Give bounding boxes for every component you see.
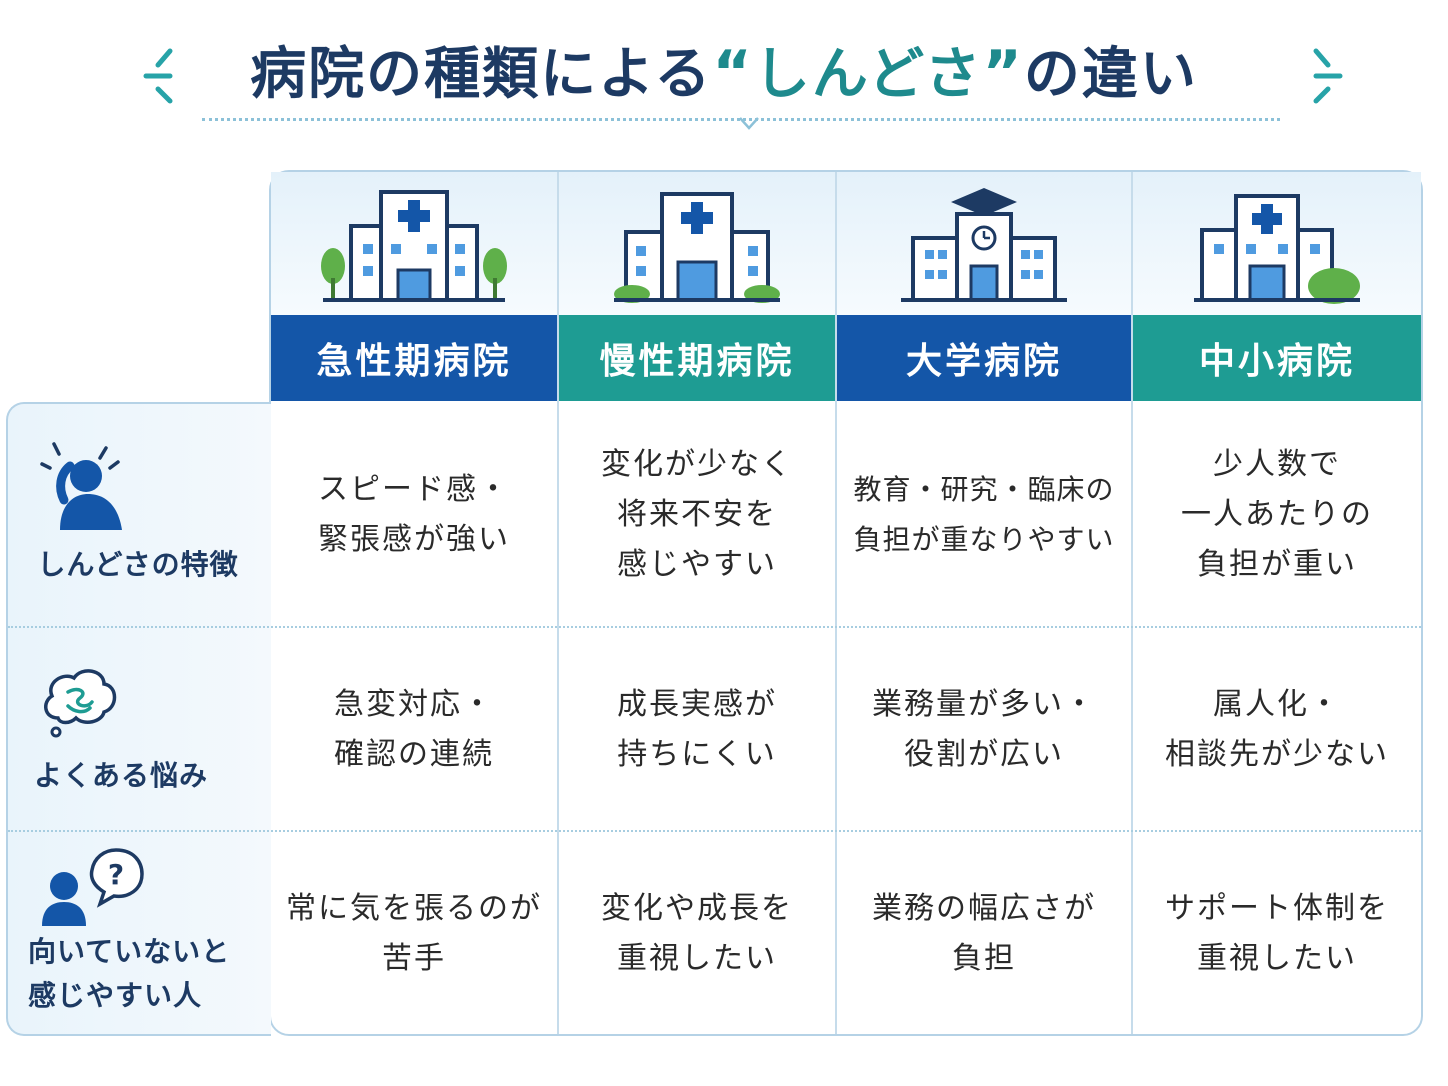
- person-question-icon: ?: [42, 848, 144, 926]
- column-header-small: 中小病院: [1133, 315, 1421, 401]
- column-illustration-chronic: [559, 172, 835, 315]
- cell-unsuited-acute: 常に気を張るのが 苦手: [286, 891, 542, 976]
- cell-hardship-university: 教育・研究・臨床の 負担が重なりやすい: [853, 473, 1115, 556]
- sparkle-right-icon: [1313, 48, 1343, 104]
- cell-worries-university: 業務量が多い・ 役割が広い: [872, 687, 1096, 772]
- svg-text:?: ?: [108, 858, 124, 891]
- column-header-university: 大学病院: [837, 315, 1131, 401]
- column-header-acute: 急性期病院: [271, 315, 557, 401]
- university-hospital-icon: [901, 188, 1067, 302]
- title-underline-notch: [739, 117, 759, 130]
- column-header-chronic: 慢性期病院: [559, 315, 835, 401]
- cell-hardship-small: 少人数で 一人あたりの 負担が重い: [1181, 447, 1373, 582]
- small-hospital-icon: [1194, 194, 1360, 304]
- sparkle-left-icon: [143, 48, 173, 104]
- title-open-quote: “: [712, 38, 754, 108]
- page-title: 病院の種類による“しんどさ”の違い: [0, 28, 1448, 118]
- title-close-quote: ”: [982, 38, 1024, 108]
- column-illustration-acute: [271, 172, 557, 315]
- column-divider: [835, 172, 837, 1034]
- cell-unsuited-small: サポート体制を 重視したい: [1165, 891, 1389, 976]
- column-illustration-university: [837, 172, 1131, 315]
- stressed-person-icon: [40, 442, 122, 530]
- row-label-hardship: しんどさの特徴: [37, 548, 239, 581]
- row-label-worries: よくある悩み: [33, 759, 208, 792]
- row-label-unsuited: 向いていないと 感じやすい人: [28, 935, 231, 1012]
- hospital-with-trees-icon: [321, 190, 507, 302]
- row-divider: [8, 830, 1421, 832]
- row-divider: [8, 626, 1421, 628]
- cell-worries-acute: 急変対応・ 確認の連続: [334, 687, 494, 772]
- cell-worries-chronic: 成長実感が 持ちにくい: [617, 687, 777, 772]
- column-divider: [1131, 172, 1133, 1034]
- cell-worries-small: 属人化・ 相談先が少ない: [1165, 687, 1389, 772]
- column-illustration-small: [1133, 172, 1421, 315]
- cell-unsuited-chronic: 変化や成長を 重視したい: [601, 891, 793, 976]
- title-suffix: の違い: [1023, 42, 1198, 107]
- worry-bubble-icon: [44, 669, 117, 738]
- cell-hardship-acute: スピード感・ 緊張感が強い: [318, 472, 510, 557]
- hospital-with-bushes-icon: [614, 192, 780, 303]
- title-prefix: 病院の種類による: [250, 42, 713, 107]
- title-highlight: しんどさ: [753, 42, 983, 107]
- column-divider: [557, 172, 559, 1034]
- row-label-column: [6, 402, 271, 1036]
- cell-unsuited-university: 業務の幅広さが 負担: [872, 891, 1096, 976]
- cell-hardship-chronic: 変化が少なく 将来不安を 感じやすい: [601, 447, 793, 582]
